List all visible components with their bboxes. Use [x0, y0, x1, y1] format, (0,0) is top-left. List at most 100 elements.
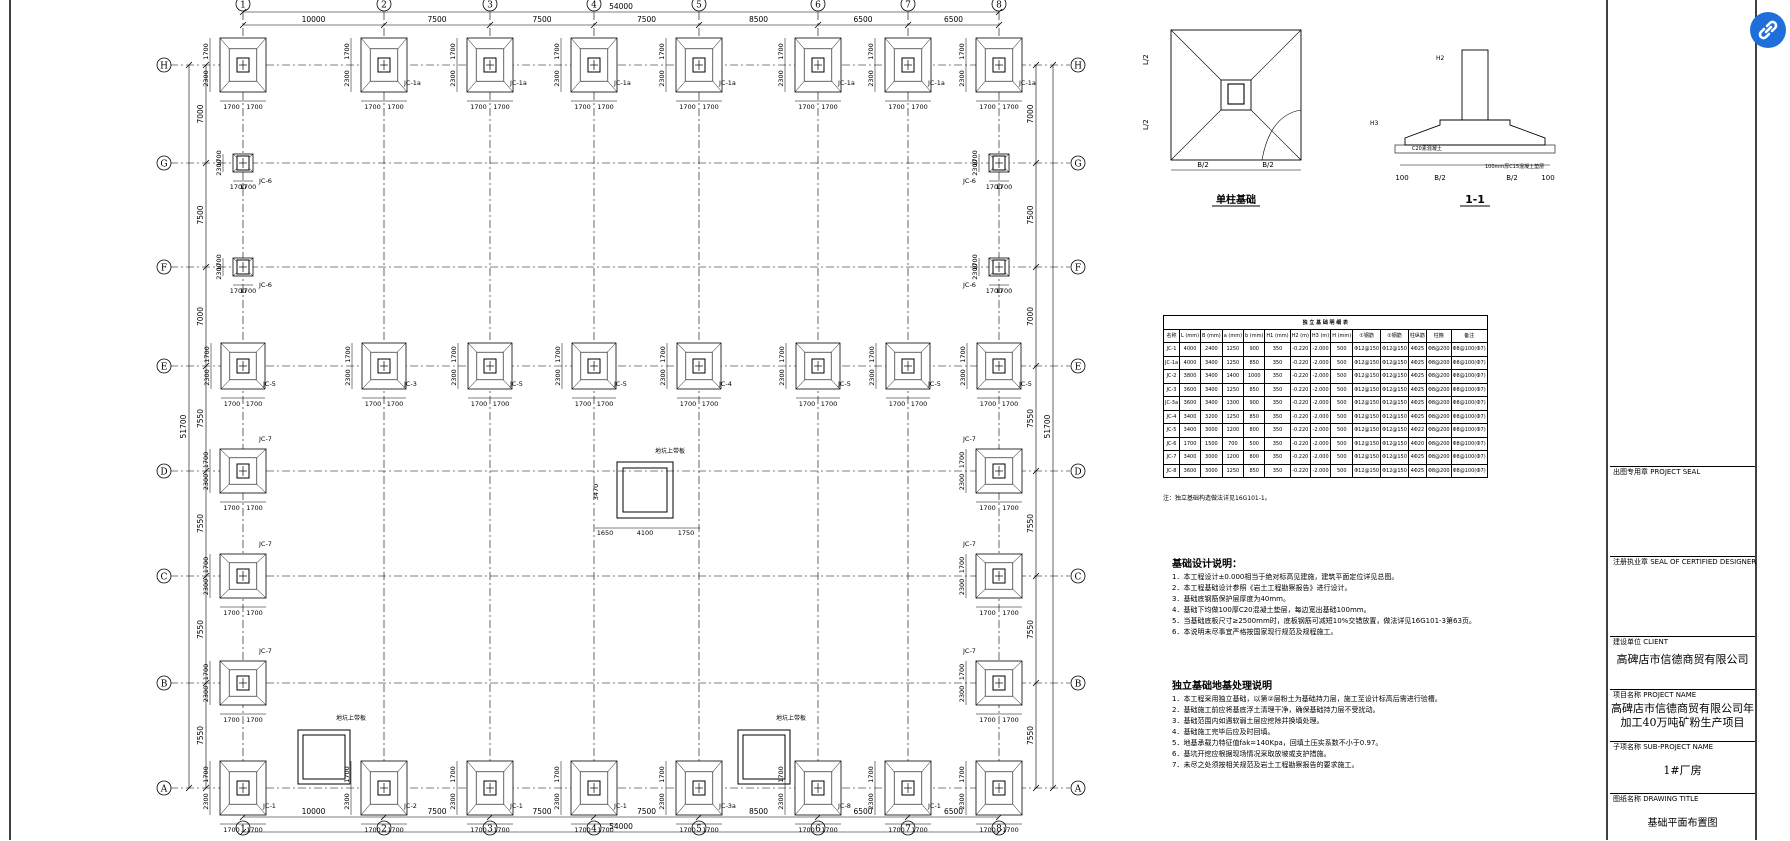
section-dim-label: B/2: [1434, 174, 1446, 182]
table-cell: Φ12@150: [1352, 382, 1382, 397]
footing-label: JC-5: [837, 380, 851, 388]
section-bedding: [1394, 144, 1556, 154]
footing-edge: [831, 760, 842, 772]
footing-edge: [503, 81, 514, 93]
footing-edge: [256, 37, 267, 49]
dim-bottom-label: 7500: [637, 807, 656, 816]
footing-dim-label: 1700: [658, 766, 666, 783]
axis-label-C: C: [161, 573, 168, 583]
footing-dim-label: 1700: [215, 150, 223, 167]
footing-dim-label: 2300: [777, 70, 785, 87]
footing-edge: [795, 379, 805, 390]
axis-label-E: E: [1075, 363, 1082, 373]
table-cell: 1700: [1179, 436, 1202, 451]
axis-bubble-E: [1070, 358, 1086, 374]
table-cell: 1250: [1221, 409, 1245, 424]
footing-dim-label: 1700: [980, 400, 997, 408]
pit-outer: [297, 729, 351, 785]
footing-edge: [256, 484, 267, 494]
section-label: H2: [1436, 55, 1445, 62]
table-cell: 500: [1330, 396, 1354, 411]
footing-step: [804, 351, 832, 381]
footing-edge: [466, 804, 477, 816]
footing-label: JC-2: [403, 802, 417, 810]
footing-dim-label: 2300: [215, 159, 223, 176]
footing-edge: [570, 804, 581, 816]
footing-dim-label: 1700: [778, 346, 786, 363]
footing-dim-label: 1700: [659, 346, 667, 363]
axis-bubble-B: [156, 675, 172, 691]
table-cell: JC-7: [1162, 450, 1181, 465]
footing-dim-label: 1700: [202, 766, 210, 783]
table-cell: 3000: [1200, 423, 1223, 438]
footing-label: JC-1: [262, 802, 276, 810]
axis-label-B: B: [1075, 680, 1082, 690]
axis-bubble-D: [156, 463, 172, 479]
detail-rebar-hatch: [1261, 109, 1302, 161]
footing-dim-label: 2300: [450, 369, 458, 386]
footing-dim-label: 1700: [246, 609, 263, 617]
footing-edge: [1004, 168, 1010, 173]
footing-dim-label: 1700: [597, 103, 614, 111]
dim-right-tick: [1032, 362, 1040, 370]
footing-dim-label: 2300: [971, 159, 979, 176]
dim-bottom-total-tick: [239, 828, 247, 836]
footing-edge: [921, 81, 932, 93]
footing-dim-label: 2300: [658, 70, 666, 87]
dim-bottom-label: 8500: [749, 807, 768, 816]
table-cell: 350: [1264, 450, 1291, 465]
footing-dim-label: 1700: [553, 766, 561, 783]
footing-edge: [360, 37, 371, 49]
axis-label-D: D: [1074, 468, 1081, 478]
footing-dim-label: 1700: [343, 43, 351, 60]
footing-dim-label: 1700: [574, 103, 591, 111]
axis-label-4: 4: [591, 1, 597, 11]
footing-edge: [794, 760, 805, 772]
table-cell: Φ8@200: [1425, 342, 1452, 357]
axis-bubble-7: [900, 820, 916, 836]
footing-edge: [256, 553, 267, 563]
footing-edge: [503, 804, 514, 816]
footing-step: [228, 771, 258, 805]
table-cell: 1400: [1221, 369, 1245, 384]
footing-dim-label: 1700: [344, 346, 352, 363]
pit-inner: [742, 734, 786, 780]
table-cell: 1200: [1221, 423, 1245, 438]
footing-edge: [256, 589, 267, 599]
table-cell: H1 (mm): [1264, 328, 1291, 343]
dim-right-label: 7000: [1026, 104, 1035, 123]
share-link-button[interactable]: [1750, 12, 1786, 48]
project-value: 高碑店市信德商贸有限公司年加工40万吨矿粉生产项目: [1611, 702, 1754, 729]
footing-label: JC-1a: [718, 79, 736, 87]
footing-edge: [607, 379, 617, 390]
table-cell: Φ8@200: [1425, 436, 1452, 451]
subproject-value: 1#厂房: [1663, 764, 1702, 777]
axis-bubble-C: [1070, 568, 1086, 584]
table-cell: Φ8@100(Ф7): [1450, 342, 1488, 357]
table-cell: JC-6: [1162, 436, 1181, 451]
footing-edge: [503, 342, 513, 353]
axis-bubble-5: [691, 0, 707, 12]
dim-bottom-label: 10000: [302, 807, 326, 816]
table-cell: JC-3: [1162, 382, 1181, 397]
footing-label: JC-6: [962, 177, 976, 185]
axis-label-8: 8: [996, 1, 1002, 11]
pit-dim: 4100: [637, 529, 654, 537]
ground-notes: 独立基础地基处理说明 1．本工程采用独立基础，以第②层粉土为基础持力层，施工至设…: [1172, 680, 1442, 771]
drawing-title-box: 图纸名称 DRAWING TITLE 基础平面布置图: [1610, 793, 1755, 841]
table-cell: 1250: [1221, 355, 1245, 370]
dim-left-total-tick: [185, 784, 193, 792]
table-cell: 4Φ22: [1407, 423, 1427, 438]
footing-edge: [220, 379, 230, 390]
table-cell: -0.220: [1289, 409, 1311, 424]
table-cell: 3400: [1200, 369, 1223, 384]
